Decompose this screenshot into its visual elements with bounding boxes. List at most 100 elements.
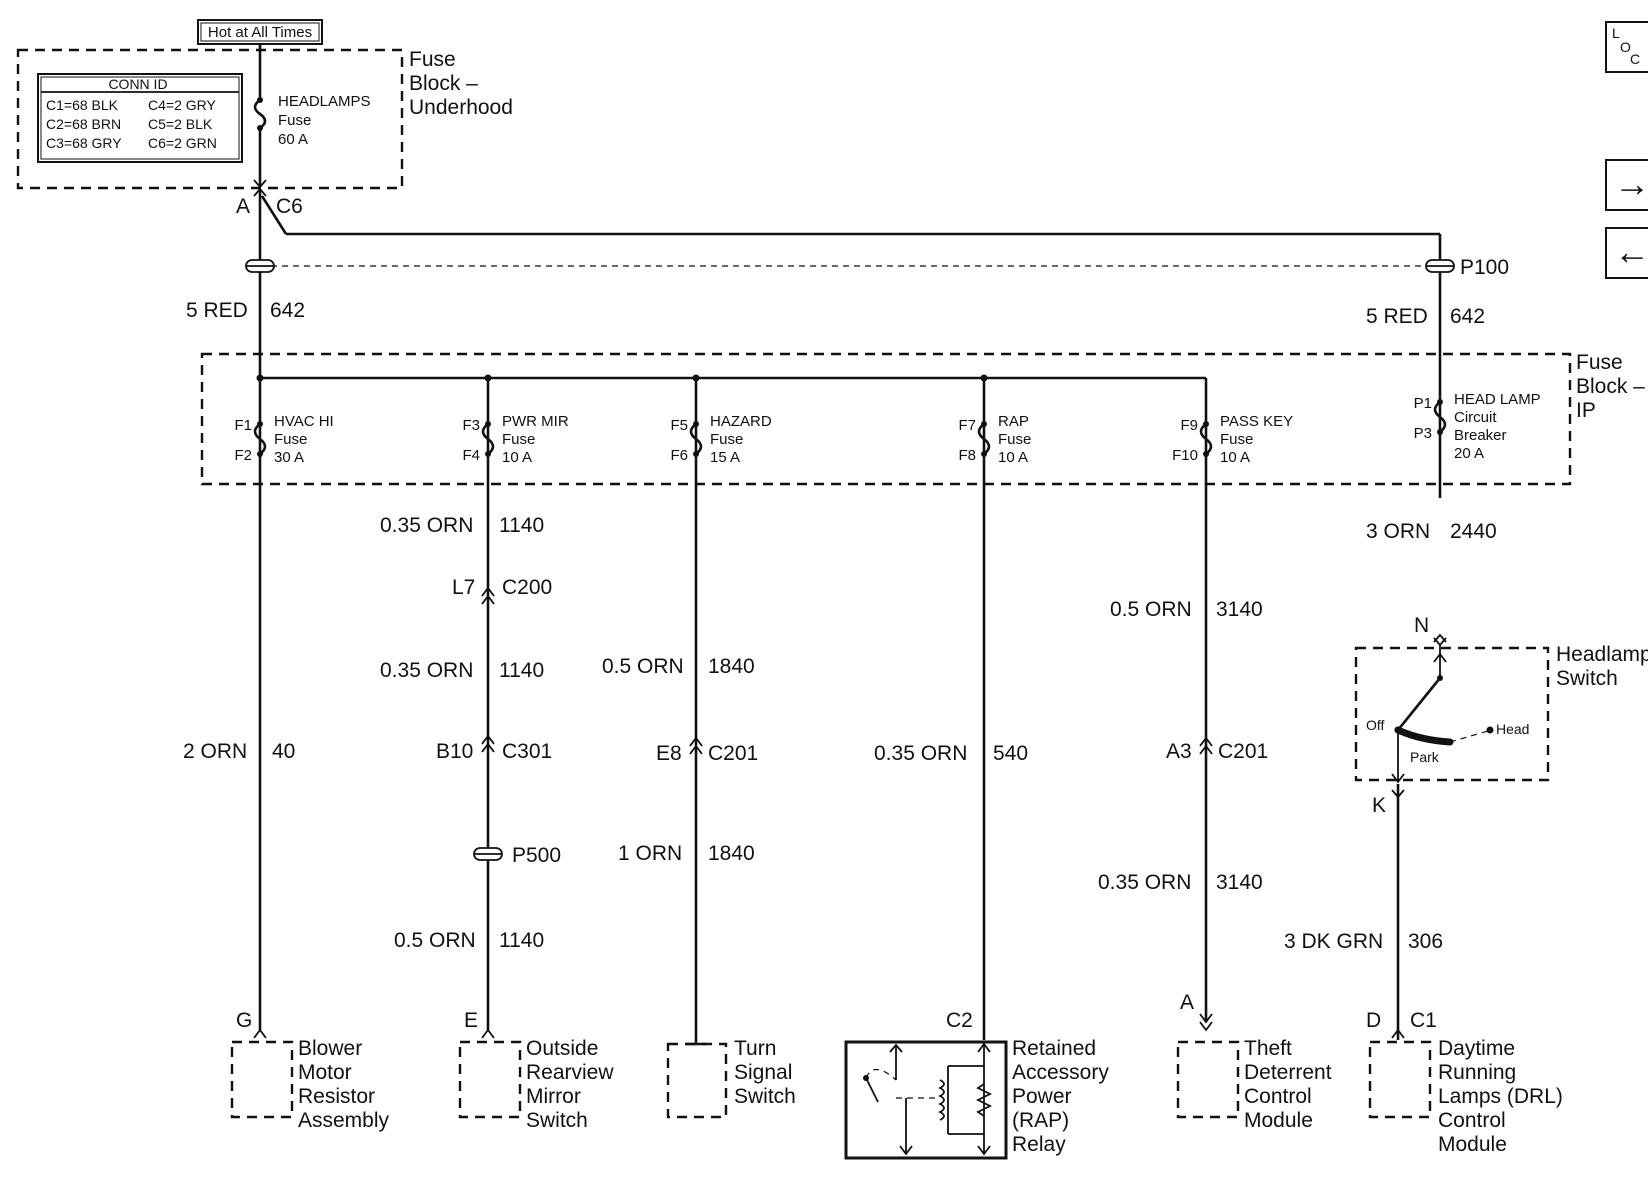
svg-text:Signal: Signal — [734, 1061, 792, 1084]
arrow-right-icon: → — [1614, 163, 1648, 204]
connector-c6: A C6 — [236, 187, 1442, 498]
svg-text:F9: F9 — [1180, 417, 1198, 434]
svg-text:C6: C6 — [276, 195, 303, 218]
c301-name: C301 — [502, 740, 552, 763]
branch-turn: 0.5 ORN 1840 E8 C201 1 ORN 1840 — [602, 378, 758, 1044]
svg-text:Rearview: Rearview — [526, 1061, 614, 1084]
svg-text:HVAC HI: HVAC HI — [274, 413, 334, 430]
splice-p500-label: P500 — [512, 844, 561, 867]
location-button[interactable]: L O C — [1605, 21, 1648, 73]
branch-mirror: 0.35 ORN 1140 L7 C200 0.35 ORN 1140 B10 … — [380, 378, 561, 1030]
wire-1140b-circuit: 1140 — [499, 659, 544, 682]
svg-text:A: A — [236, 195, 250, 218]
svg-text:Lamps (DRL): Lamps (DRL) — [1438, 1085, 1563, 1108]
ip-bus-bar — [256, 374, 1208, 1022]
svg-text:CONN ID: CONN ID — [108, 76, 167, 92]
headlamp-pin-out: K — [1372, 794, 1386, 817]
svg-text:PASS KEY: PASS KEY — [1220, 413, 1293, 430]
wire-40-circuit: 40 — [272, 740, 295, 763]
svg-text:F4: F4 — [462, 447, 480, 464]
wire-3140a-circuit: 3140 — [1216, 598, 1263, 621]
splice-p100-label: P100 — [1460, 256, 1509, 279]
back-arrow-button[interactable]: ← — [1605, 227, 1648, 279]
svg-text:C6=2 GRN: C6=2 GRN — [148, 135, 217, 151]
svg-text:Circuit: Circuit — [1454, 409, 1497, 426]
svg-text:Headlamp: Headlamp — [1556, 643, 1648, 666]
wire-3140b-gauge: 0.35 ORN — [1098, 871, 1191, 894]
wire-540-circuit: 540 — [993, 742, 1028, 765]
svg-text:Module: Module — [1438, 1133, 1507, 1156]
svg-text:Park: Park — [1410, 749, 1440, 765]
svg-text:Head: Head — [1496, 721, 1529, 737]
svg-text:Fuse: Fuse — [1576, 351, 1623, 374]
svg-text:(RAP): (RAP) — [1012, 1109, 1069, 1132]
forward-arrow-button[interactable]: → — [1605, 159, 1648, 211]
svg-text:Module: Module — [1244, 1109, 1313, 1132]
wire-1140b-gauge: 0.35 ORN — [380, 659, 473, 682]
svg-text:F5: F5 — [670, 417, 688, 434]
c201a-pin: E8 — [656, 742, 682, 765]
svg-text:Power: Power — [1012, 1085, 1072, 1108]
left-feed-circuit: 642 — [270, 299, 305, 322]
component-outside-mirror-switch: E Outside Rearview Mirror Switch — [458, 1009, 614, 1132]
wire-306-circuit: 306 — [1408, 930, 1443, 953]
inline-connector-symbol — [689, 736, 703, 755]
svg-text:PWR MIR: PWR MIR — [502, 413, 569, 430]
svg-text:F2: F2 — [234, 447, 252, 464]
component-theft-deterrent-module: A Theft Deterrent Control Module — [1176, 991, 1332, 1132]
svg-text:G: G — [236, 1009, 252, 1032]
wire-3140b-circuit: 3140 — [1216, 871, 1263, 894]
svg-text:Fuse: Fuse — [502, 431, 535, 448]
svg-text:Turn: Turn — [734, 1037, 776, 1060]
wire-3140a-gauge: 0.5 ORN — [1110, 598, 1192, 621]
svg-text:Block –: Block – — [409, 72, 478, 95]
c301-pin: B10 — [436, 740, 473, 763]
wire-1840a-gauge: 0.5 ORN — [602, 655, 684, 678]
svg-text:F6: F6 — [670, 447, 688, 464]
svg-text:Control: Control — [1244, 1085, 1312, 1108]
svg-text:P1: P1 — [1414, 395, 1432, 412]
svg-text:C2=68 BRN: C2=68 BRN — [46, 116, 121, 132]
headlamp-switch: Headlamp Switch Off Park Head — [1354, 643, 1648, 784]
wire-1140c-circuit: 1140 — [499, 929, 544, 952]
svg-text:C3=68 GRY: C3=68 GRY — [46, 135, 122, 151]
svg-text:C: C — [1630, 51, 1640, 67]
inline-connector-symbol — [1199, 736, 1213, 755]
wire-1140c-gauge: 0.5 ORN — [394, 929, 476, 952]
svg-text:60 A: 60 A — [278, 131, 308, 148]
inline-connector-symbol — [481, 734, 495, 753]
hot-at-all-times-label: Hot at All Times — [197, 19, 323, 45]
svg-text:O: O — [1620, 39, 1631, 55]
wire-306-gauge: 3 DK GRN — [1284, 930, 1383, 953]
c201a-name: C201 — [708, 742, 758, 765]
svg-text:Deterrent: Deterrent — [1244, 1061, 1332, 1084]
svg-text:Fuse: Fuse — [1220, 431, 1253, 448]
svg-text:Off: Off — [1366, 717, 1385, 733]
svg-text:F3: F3 — [462, 417, 480, 434]
c200-pin: L7 — [452, 576, 475, 599]
component-drl-control-module: D C1 Daytime Running Lamps (DRL) Control… — [1366, 1009, 1563, 1156]
svg-text:20 A: 20 A — [1454, 445, 1484, 462]
svg-text:P3: P3 — [1414, 425, 1432, 442]
svg-text:Switch: Switch — [526, 1109, 588, 1132]
svg-text:E: E — [464, 1009, 478, 1032]
svg-text:Relay: Relay — [1012, 1133, 1066, 1156]
svg-text:C5=2 BLK: C5=2 BLK — [148, 116, 213, 132]
svg-text:C1: C1 — [1410, 1009, 1437, 1032]
svg-text:Accessory: Accessory — [1012, 1061, 1109, 1084]
svg-text:Fuse: Fuse — [274, 431, 307, 448]
wire-2440-gauge: 3 ORN — [1366, 520, 1430, 543]
component-blower-motor-resistor: G Blower Motor Resistor Assembly — [230, 1009, 390, 1132]
wire-1140a-circuit: 1140 — [499, 514, 544, 537]
svg-text:Underhood: Underhood — [409, 96, 513, 119]
svg-text:Fuse: Fuse — [409, 48, 456, 71]
svg-text:L: L — [1612, 25, 1620, 41]
branch-rap: 0.35 ORN 540 — [874, 378, 1028, 1040]
svg-text:Resistor: Resistor — [298, 1085, 375, 1108]
c201b-pin: A3 — [1166, 740, 1192, 763]
arrow-left-icon: ← — [1614, 231, 1648, 272]
